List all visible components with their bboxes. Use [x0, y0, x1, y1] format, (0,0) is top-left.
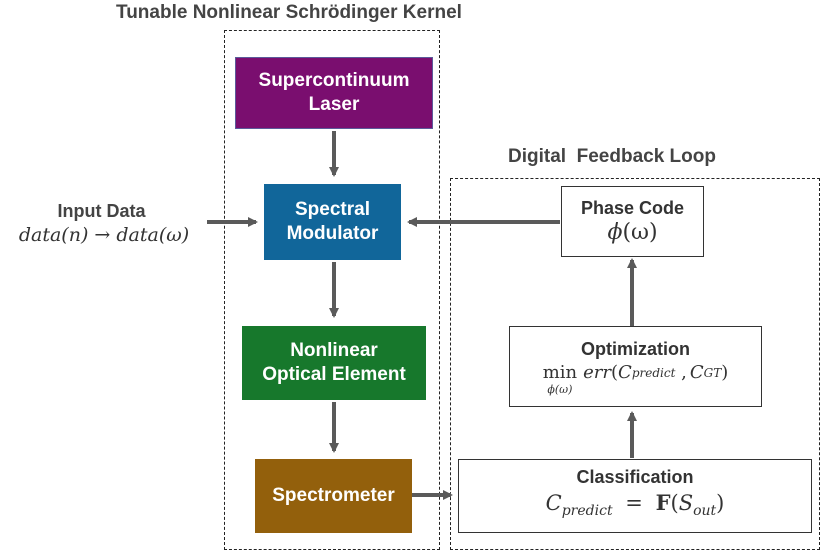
input-math-arrow: →: [94, 224, 111, 246]
input-data-label: Input Data data(n) → data(ω): [0, 200, 208, 248]
modulator-label-line1: Spectral: [295, 199, 370, 220]
phase-code-arg: (ω): [622, 219, 658, 245]
feedback-frame: [450, 178, 820, 550]
nonlinear-label-line2: Optical Element: [262, 364, 406, 385]
feedback-loop-title: Digital Feedback Loop: [508, 146, 716, 167]
input-data-math: data(n) → data(ω): [0, 222, 208, 248]
laser-label-line2: Laser: [308, 94, 360, 115]
classification-box: Classification Cpredict = F(Sout): [458, 459, 812, 533]
laser-label-line1: Supercontinuum: [258, 70, 410, 91]
phase-code-title: Phase Code: [580, 197, 685, 218]
nonlinear-optical-element-block: Nonlinear Optical Element: [242, 326, 426, 400]
optimization-open-paren: (: [611, 362, 619, 383]
optimization-c-predict: C: [618, 362, 632, 383]
modulator-label-line2: Modulator: [286, 223, 379, 244]
input-data-title: Input Data: [57, 201, 146, 221]
phase-code-box: Phase Code ϕ(ω): [561, 186, 704, 257]
optimization-min: min: [542, 362, 578, 383]
spectrometer-block: Spectrometer: [255, 459, 412, 533]
classification-predict-sub: predict: [561, 503, 613, 520]
spectral-modulator-block: Spectral Modulator: [264, 184, 401, 260]
optimization-title: Optimization: [581, 339, 690, 359]
phase-code-phi: ϕ: [607, 219, 623, 245]
optimization-min-sub: ϕ(ω): [547, 383, 573, 396]
supercontinuum-laser-block: Supercontinuum Laser: [235, 57, 433, 129]
optimization-predict-sub: predict: [631, 366, 676, 380]
classification-open-paren: (: [670, 490, 679, 515]
optimization-min-group: min ϕ(ω): [543, 362, 577, 395]
classification-s: S: [678, 490, 694, 515]
optimization-gt-sub: GT: [703, 366, 722, 380]
kernel-frame: [224, 30, 440, 550]
optimization-close-paren: ): [721, 362, 729, 383]
optimization-err: err: [583, 362, 612, 383]
classification-f: F: [655, 489, 671, 515]
input-math-rhs: data(ω): [116, 224, 190, 246]
classification-close-paren: ): [716, 490, 725, 515]
phase-code-math: ϕ(ω): [607, 219, 657, 247]
optimization-sep: ,: [675, 362, 687, 383]
spectrometer-label: Spectrometer: [272, 485, 395, 506]
classification-c: C: [545, 490, 562, 515]
classification-math: Cpredict = F(Sout): [546, 488, 725, 526]
classification-eq: =: [625, 490, 643, 515]
classification-out-sub: out: [693, 503, 717, 520]
nonlinear-label-line1: Nonlinear: [290, 340, 378, 361]
classification-title: Classification: [576, 466, 694, 487]
kernel-title: Tunable Nonlinear Schrödinger Kernel: [116, 2, 462, 23]
optimization-c-gt: C: [689, 362, 704, 383]
input-math-lhs: data(n): [18, 224, 89, 246]
